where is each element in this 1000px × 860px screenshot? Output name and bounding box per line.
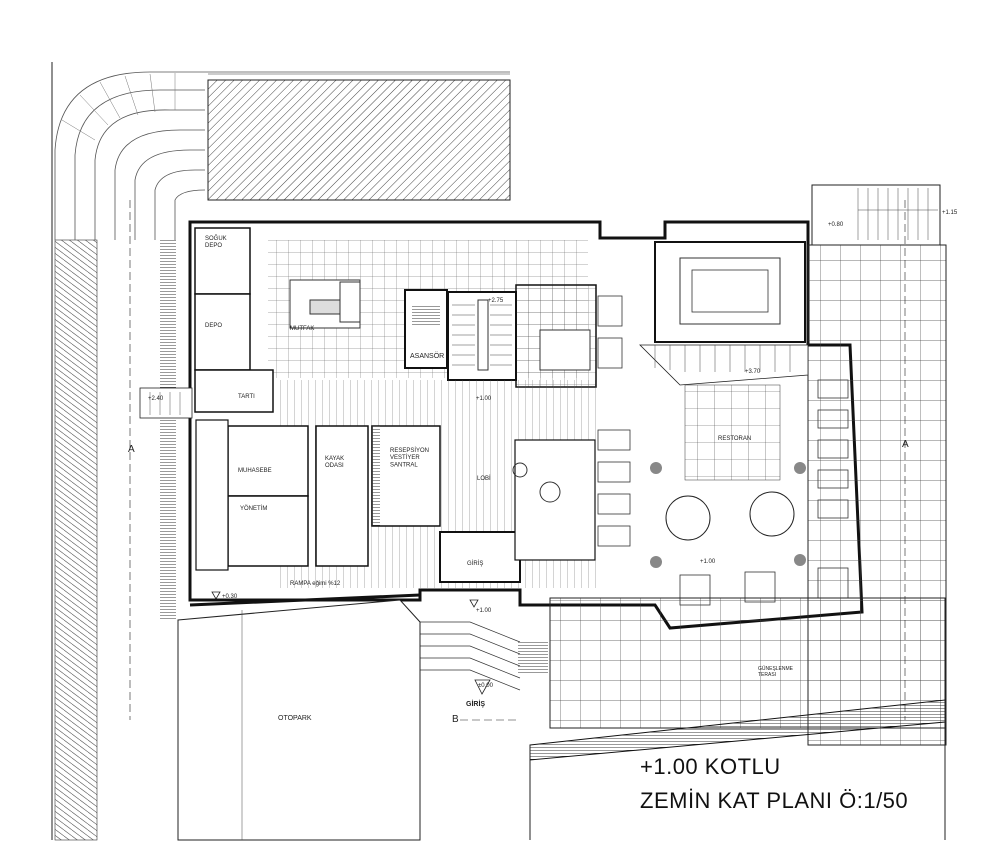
parking-outline [177, 599, 421, 841]
level-100-lobby: +1.00 [476, 396, 492, 402]
entry-stairs [420, 621, 521, 691]
label-rampa: RAMPA eğimi %12 [290, 581, 341, 587]
level-240: +2.40 [148, 396, 164, 402]
section-a-left: A [128, 444, 135, 455]
label-tarti: TARTI [238, 394, 255, 400]
left-hatched-strip [54, 239, 98, 841]
level-030: +0.30 [222, 594, 238, 600]
restaurant-grid [684, 384, 781, 481]
level-275: +2.75 [488, 298, 504, 304]
restaurant-tables [597, 295, 631, 547]
reception-room [371, 425, 441, 527]
level-000: ±0.00 [478, 683, 494, 689]
label-otopark: OTOPARK [278, 715, 312, 722]
office-muhasebe [227, 425, 309, 497]
plan-title-line2: ZEMİN KAT PLANI Ö:1/50 [640, 788, 909, 813]
level-100-rest: +1.00 [700, 559, 716, 565]
top-hatched-area [207, 79, 511, 201]
label-mutfak: MUTFAK [290, 326, 314, 332]
bar-counter [514, 439, 596, 561]
level-100-entry: +1.00 [476, 608, 492, 614]
label-giris-hall: GİRİŞ [467, 560, 483, 567]
level-115: +1.15 [942, 210, 958, 216]
section-b: B [452, 714, 459, 725]
label-giris-main: GİRİŞ [466, 700, 485, 708]
label-asansor: ASANSÖR [410, 352, 444, 360]
elevator-shaft [404, 289, 448, 369]
sun-terrace-grid [549, 597, 946, 729]
level-370: +3.70 [745, 369, 761, 375]
level-080: +0.80 [828, 222, 844, 228]
label-restoran: RESTORAN [718, 436, 751, 442]
top-right-stair [811, 184, 941, 246]
label-depo: DEPO [205, 323, 222, 329]
section-a-right: A [902, 439, 909, 450]
label-lobi: LOBİ [477, 475, 491, 482]
label-muhasebe: MUHASEBE [238, 468, 272, 474]
entry-vestibule [439, 531, 521, 583]
office-yonetim [227, 495, 309, 567]
label-yonetim: YÖNETİM [240, 505, 267, 512]
plan-title-line1: +1.00 KOTLU [640, 754, 781, 779]
ski-room [315, 425, 369, 567]
left-wall-hatch [160, 240, 176, 620]
curved-road [54, 71, 510, 240]
